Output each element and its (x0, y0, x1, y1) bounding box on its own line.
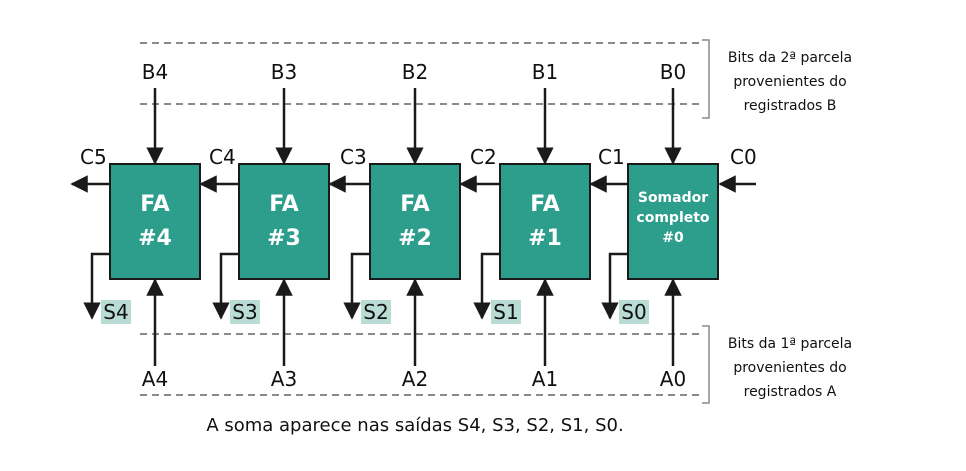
full-adder-box (238, 163, 330, 280)
caption: A soma aparece nas saídas S4, S3, S2, S1… (206, 415, 623, 436)
sum-output-highlight (619, 300, 649, 324)
full-adder-label-line: #2 (398, 226, 432, 251)
input-a-label: A4 (142, 367, 168, 391)
full-adder-label-line: #0 (662, 230, 684, 246)
sum-output-highlight (230, 300, 260, 324)
input-b-label: B1 (532, 60, 558, 84)
input-b-label: B4 (142, 60, 168, 84)
sum-output-arrow (212, 252, 239, 320)
input-a-label: A1 (532, 367, 558, 391)
full-adder-box (499, 163, 591, 280)
full-adder-label-line: #1 (528, 226, 562, 251)
full-adder-label-line: FA (530, 192, 560, 217)
carry-out-label: C1 (598, 145, 625, 169)
input-a-label: A3 (271, 367, 297, 391)
full-adder-label-line: Somador (638, 190, 708, 206)
carry-out-label: C4 (209, 145, 236, 169)
register-b-note: Bits da 2ª parcela provenientes do regis… (728, 50, 852, 114)
carry-in-label: C0 (730, 145, 757, 169)
sum-output-arrow (343, 252, 370, 320)
register-a-note: Bits da 1ª parcela provenientes do regis… (728, 336, 852, 400)
sum-output-arrow (83, 252, 110, 320)
input-b-label: B0 (660, 60, 686, 84)
sum-output-label: S0 (621, 300, 646, 324)
register-a-note-line-2: provenientes do (733, 360, 846, 376)
register-b-note-line-2: provenientes do (733, 74, 846, 90)
register-a-bracket (702, 325, 710, 404)
sum-output-label: S4 (103, 300, 128, 324)
sum-output-highlight (101, 300, 131, 324)
input-b-label: B2 (402, 60, 428, 84)
register-b-note-line-3: registrados B (744, 98, 837, 114)
carry-out-label: C5 (80, 145, 107, 169)
full-adder-label-line: #3 (267, 226, 301, 251)
sum-output-label: S2 (363, 300, 388, 324)
register-a-note-line-1: Bits da 1ª parcela (728, 336, 852, 352)
full-adder-box (627, 163, 719, 280)
full-adder-label-line: #4 (138, 226, 172, 251)
sum-output-label: S3 (232, 300, 257, 324)
register-b-note-line-1: Bits da 2ª parcela (728, 50, 852, 66)
register-a-note-line-3: registrados A (744, 384, 837, 400)
sum-output-label: S1 (493, 300, 518, 324)
input-b-label: B3 (271, 60, 297, 84)
sum-output-arrow (473, 252, 500, 320)
full-adder-label-line: FA (269, 192, 299, 217)
full-adder-label-line: FA (140, 192, 170, 217)
carry-out-label: C2 (470, 145, 497, 169)
register-b-bracket (702, 39, 710, 119)
sum-output-highlight (491, 300, 521, 324)
carry-out-label: C3 (340, 145, 367, 169)
full-adder-box (109, 163, 201, 280)
full-adder-label-line: FA (400, 192, 430, 217)
sum-output-highlight (361, 300, 391, 324)
full-adder-box (369, 163, 461, 280)
input-a-label: A0 (660, 367, 686, 391)
input-a-label: A2 (402, 367, 428, 391)
full-adder-label-line: completo (636, 210, 710, 226)
sum-output-arrow (601, 252, 628, 320)
